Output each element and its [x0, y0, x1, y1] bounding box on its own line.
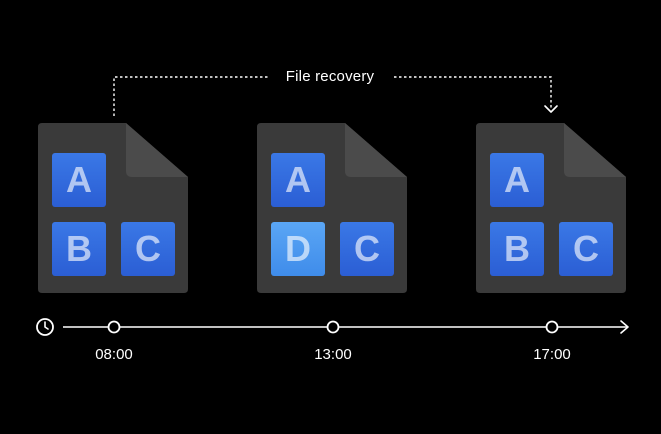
document-snapshot-2: A D C	[257, 123, 407, 293]
block-c: C	[559, 222, 613, 276]
clock-icon	[36, 318, 54, 336]
block-c: C	[340, 222, 394, 276]
time-label-3: 17:00	[533, 346, 571, 363]
block-d-changed: D	[271, 222, 325, 276]
timeline-marker-1	[107, 320, 121, 334]
arrow-right-icon	[620, 320, 629, 334]
recovery-label: File recovery	[285, 68, 375, 85]
block-a: A	[490, 153, 544, 207]
block-b: B	[52, 222, 106, 276]
time-label-2: 13:00	[314, 346, 352, 363]
block-a: A	[271, 153, 325, 207]
recovery-connector-left	[113, 76, 268, 116]
document-snapshot-1: A B C	[38, 123, 188, 293]
chevron-down-icon	[544, 105, 558, 113]
block-b: B	[490, 222, 544, 276]
timeline-marker-2	[326, 320, 340, 334]
block-c: C	[121, 222, 175, 276]
document-snapshot-3: A B C	[476, 123, 626, 293]
time-label-1: 08:00	[95, 346, 133, 363]
timeline-marker-3	[545, 320, 559, 334]
block-a: A	[52, 153, 106, 207]
recovery-connector-right	[394, 76, 552, 110]
